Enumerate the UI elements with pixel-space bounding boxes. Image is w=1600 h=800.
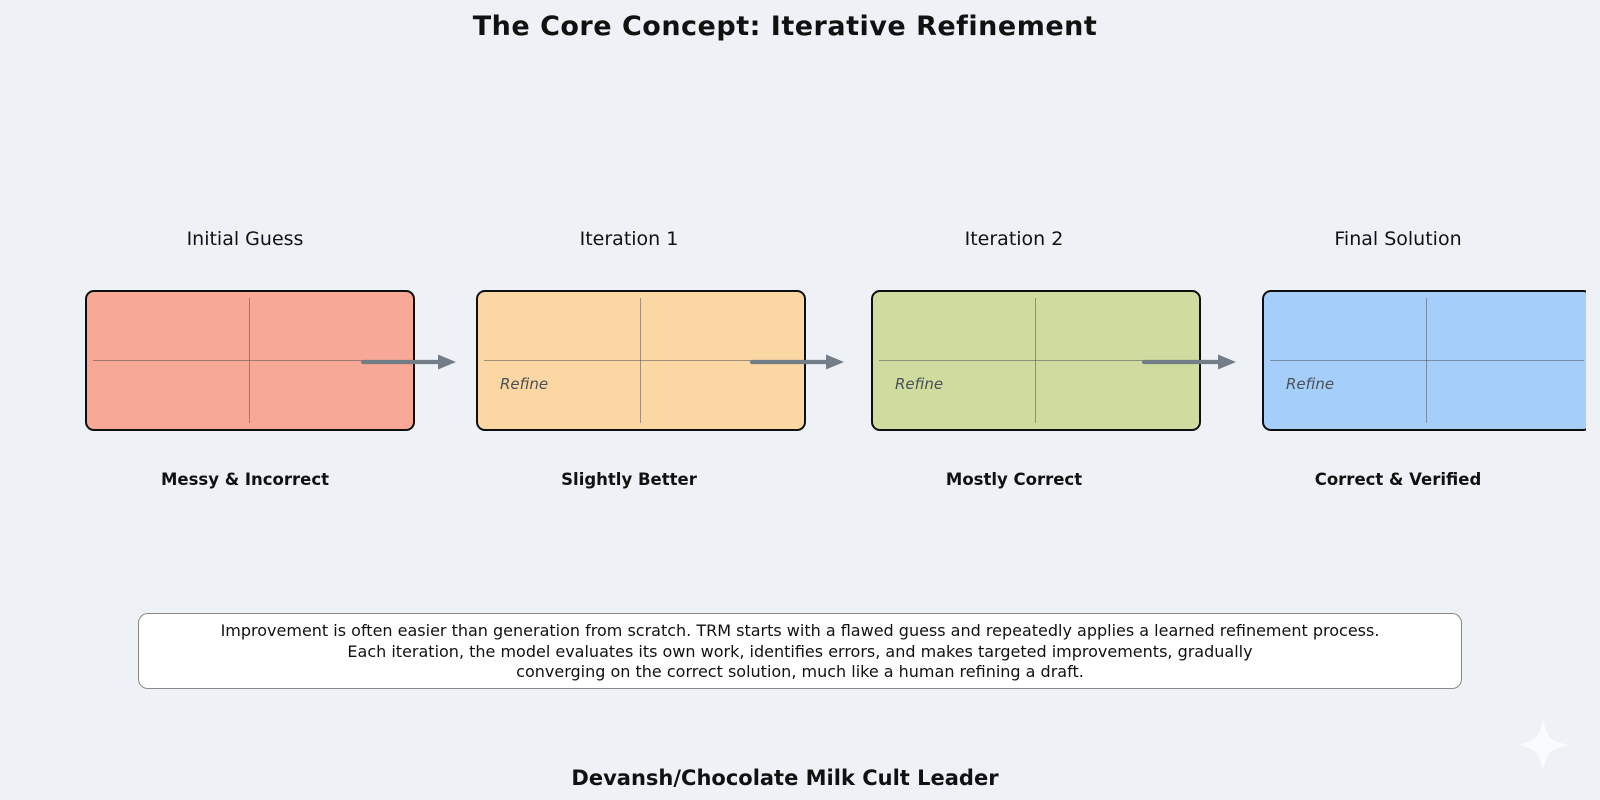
crosshair-horizontal-line — [93, 360, 407, 362]
footer-credit: Devansh/Chocolate Milk Cult Leader — [571, 766, 999, 790]
page-title: The Core Concept: Iterative Refinement — [472, 11, 1098, 42]
refine-label: Refine — [1286, 375, 1335, 393]
panel-caption-correct-verified: Correct & Verified — [1314, 470, 1482, 489]
crosshair-horizontal-line — [879, 360, 1193, 362]
crosshair-horizontal-line — [1270, 360, 1584, 362]
panel-label-final-solution: Final Solution — [1334, 228, 1462, 250]
panel-final-solution: Refine — [1262, 290, 1586, 431]
panel-iteration-2: Refine — [871, 290, 1201, 431]
refine-label: Refine — [895, 375, 944, 393]
quadrant-box: Refine — [871, 290, 1201, 431]
panel-initial-guess — [85, 290, 415, 431]
refine-label: Refine — [500, 375, 549, 393]
panel-iteration-1: Refine — [476, 290, 806, 431]
sparkle-icon — [1517, 719, 1569, 771]
panel-label-initial-guess: Initial Guess — [186, 228, 304, 250]
explanation-box: Improvement is often easier than generat… — [138, 613, 1462, 689]
panel-caption-mostly-correct: Mostly Correct — [945, 470, 1083, 489]
quadrant-box: Refine — [1262, 290, 1586, 431]
explanation-line: converging on the correct solution, much… — [516, 662, 1084, 681]
panel-caption-slightly-better: Slightly Better — [561, 470, 697, 489]
panel-label-iteration-2: Iteration 2 — [964, 228, 1064, 250]
explanation-line: Improvement is often easier than generat… — [220, 621, 1380, 640]
quadrant-box: Refine — [476, 290, 806, 431]
explanation-line: Each iteration, the model evaluates its … — [347, 641, 1253, 661]
panel-label-iteration-1: Iteration 1 — [579, 228, 679, 250]
quadrant-box — [85, 290, 415, 431]
crosshair-horizontal-line — [484, 360, 798, 362]
panel-caption-messy-incorrect: Messy & Incorrect — [160, 470, 330, 489]
